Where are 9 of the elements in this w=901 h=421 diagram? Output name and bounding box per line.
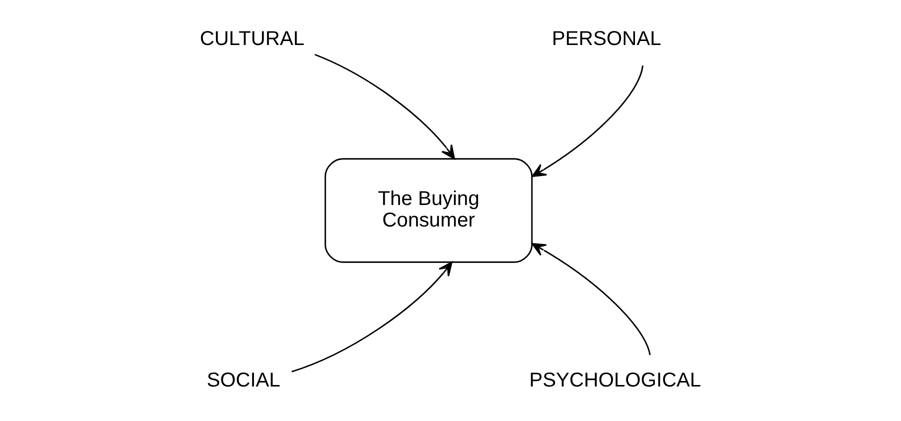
arrow (314, 54, 455, 160)
arrow (532, 242, 651, 356)
node-box: The Buying Consumer (324, 158, 533, 263)
node-text: CULTURAL (200, 28, 304, 50)
arrow (291, 262, 452, 372)
node-text: PSYCHOLOGICAL (529, 370, 702, 392)
arrow (532, 65, 644, 177)
node-text: SOCIAL (206, 370, 280, 392)
node-text: PERSONAL (552, 28, 662, 50)
